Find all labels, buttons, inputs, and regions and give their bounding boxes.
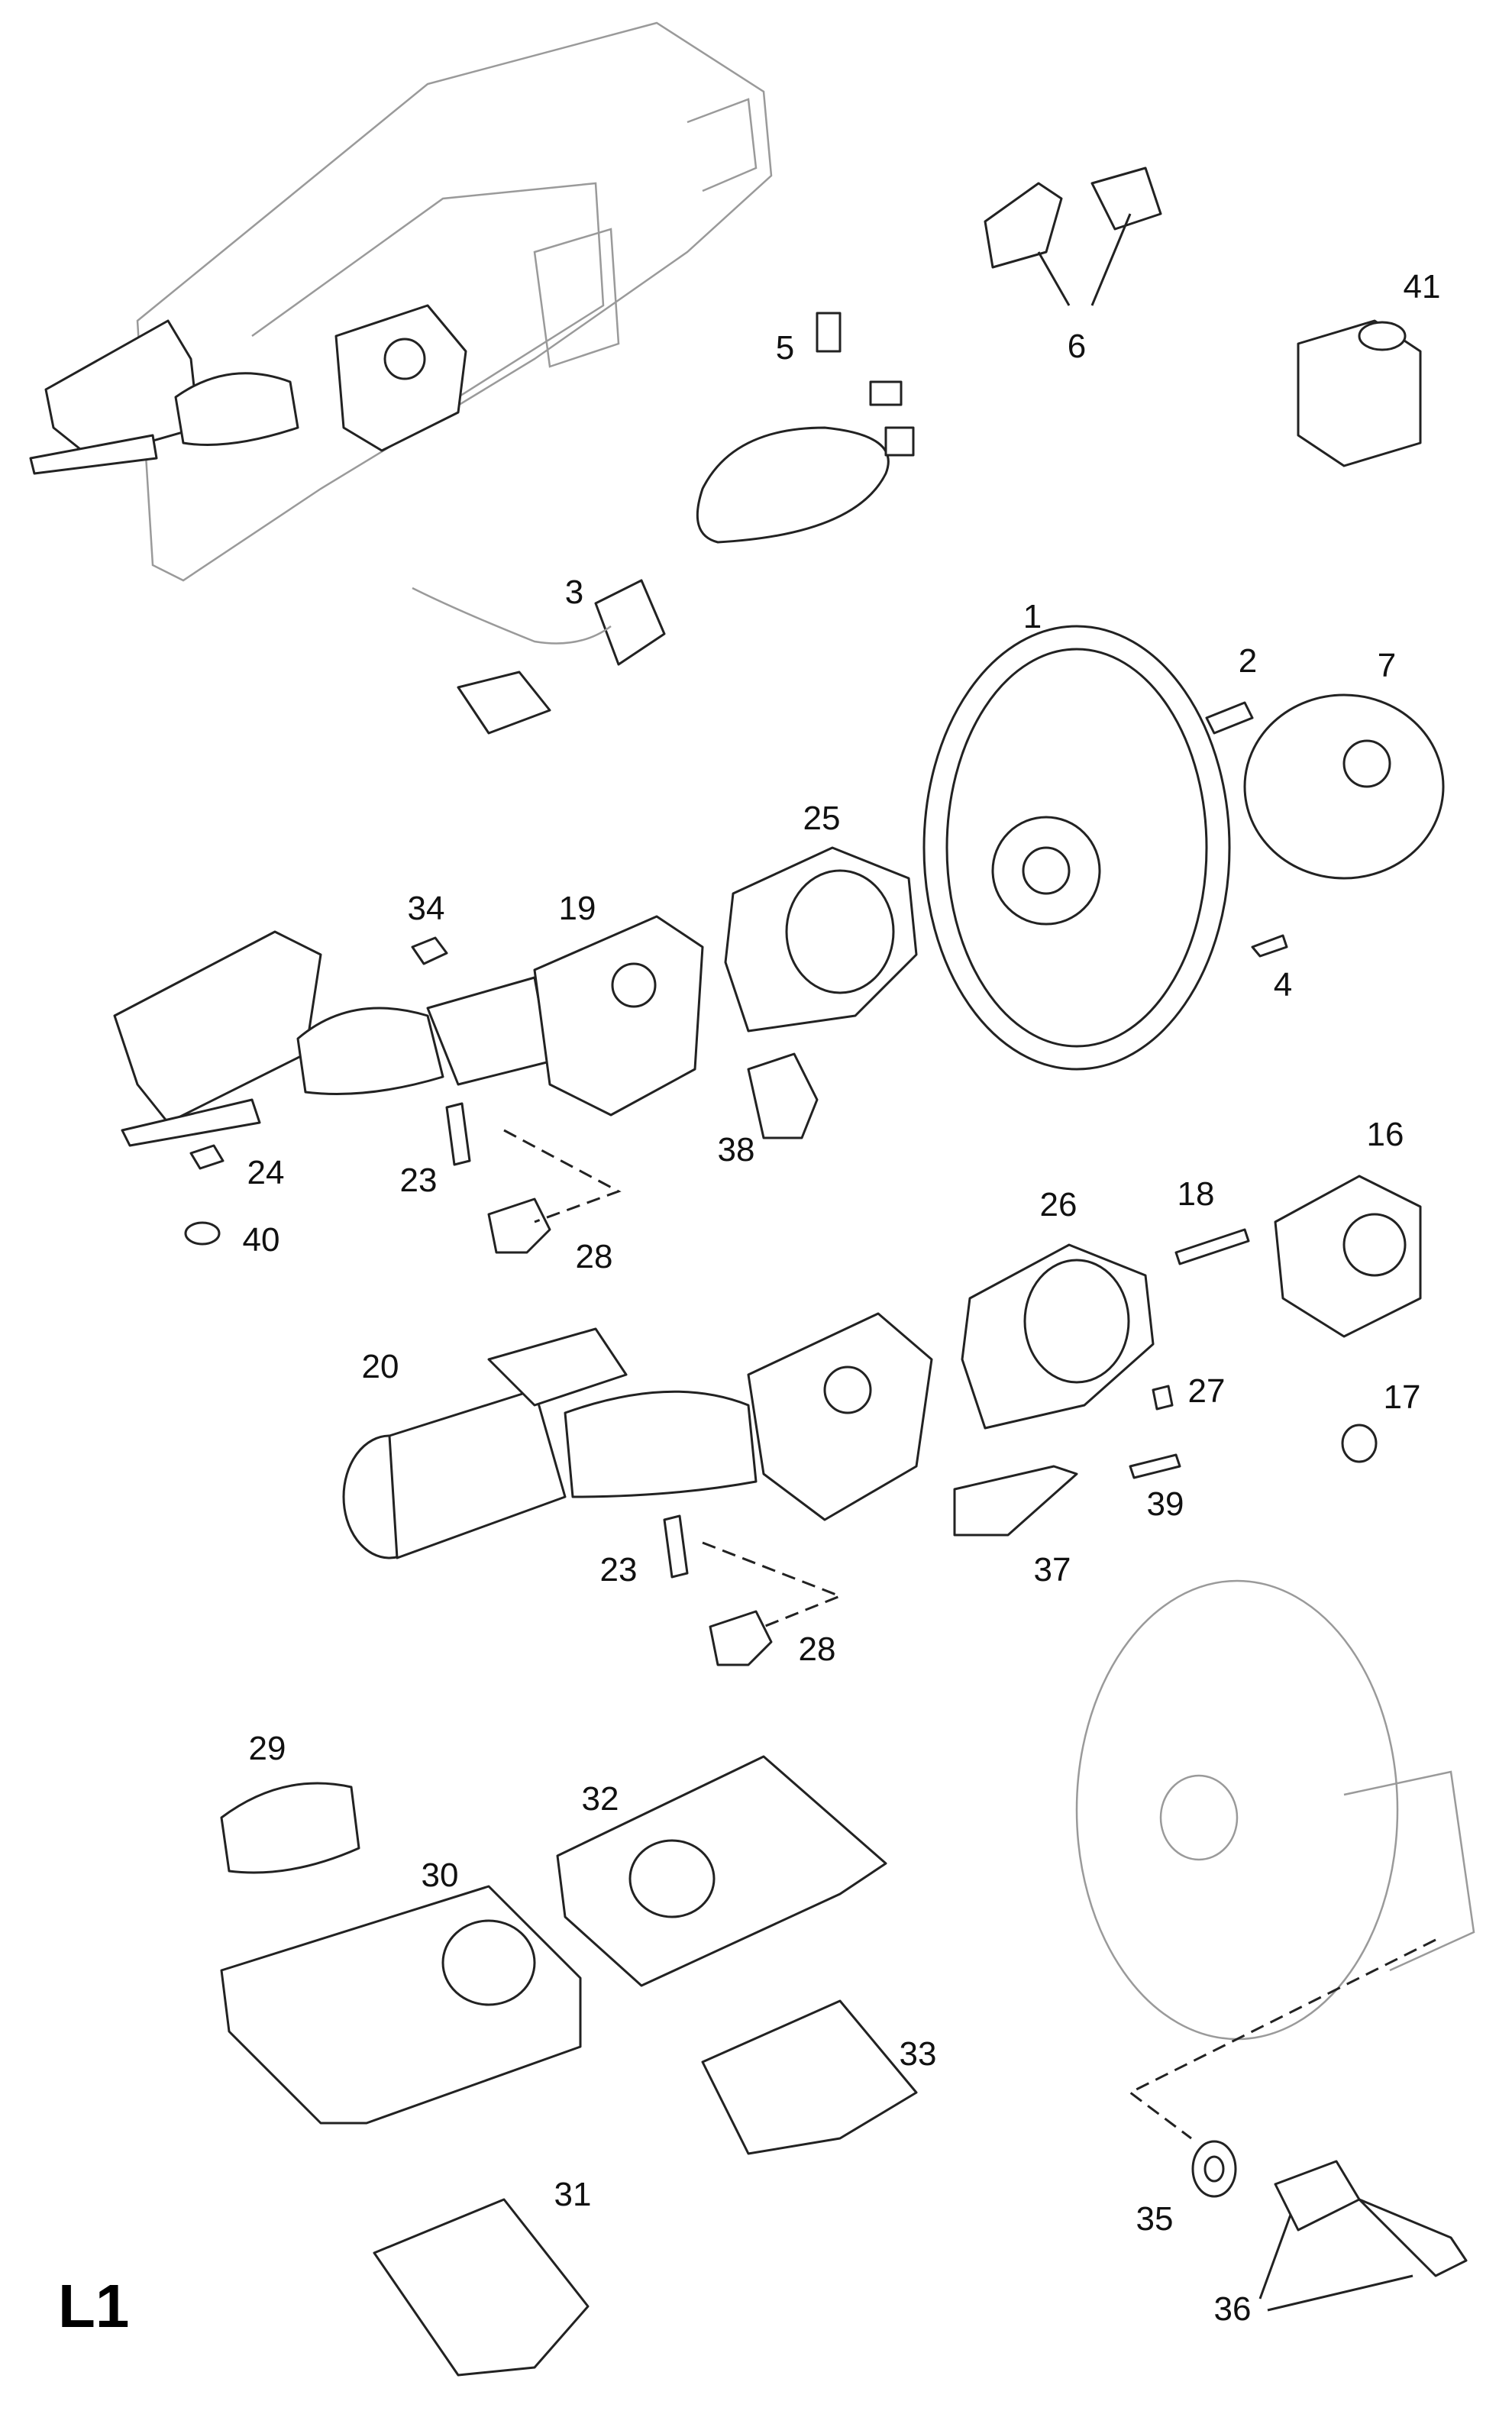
nut-part-17: [1341, 1424, 1378, 1463]
callout-3: 3: [564, 574, 584, 611]
callout-34: 34: [407, 890, 445, 927]
callout-32: 32: [581, 1780, 619, 1818]
covers-part-6: [984, 166, 1162, 306]
dashed-guide-28a: [503, 1129, 622, 1223]
nut-part-24: [189, 1144, 225, 1170]
cap-part-29: [220, 1782, 360, 1874]
dashboard-outline: [136, 21, 773, 582]
callout-17: 17: [1383, 1378, 1421, 1416]
sleeve-part-28b: [709, 1610, 773, 1666]
callout-30: 30: [421, 1857, 459, 1894]
callout-33: 33: [899, 2035, 937, 2073]
switch-part-41: [1297, 319, 1422, 467]
callout-23-upper: 23: [399, 1162, 438, 1199]
callout-6: 6: [1067, 328, 1087, 365]
ring-part-35: [1191, 2140, 1237, 2198]
dashed-guide-28b: [702, 1541, 844, 1628]
callout-28-lower: 28: [798, 1630, 836, 1668]
housing-part-33: [701, 1999, 918, 2155]
callout-37: 37: [1033, 1551, 1071, 1588]
housing-part-31: [373, 2198, 590, 2377]
shroud-part-25: [724, 846, 918, 1033]
faint-wheel-context: [1075, 1579, 1475, 2041]
switches-part-3: [412, 579, 666, 735]
clockspring-part-16: [1274, 1175, 1422, 1338]
screw-part-4: [1251, 934, 1288, 958]
lock-cylinder-part-36: [1258, 2160, 1468, 2312]
bolt-part-23b: [663, 1514, 689, 1579]
bolt-part-23a: [445, 1102, 471, 1166]
callout-35: 35: [1136, 2200, 1174, 2238]
cover-part-37: [953, 1465, 1078, 1537]
column-assembly-part-19: [113, 915, 704, 1147]
callout-2: 2: [1238, 642, 1258, 680]
callout-25: 25: [803, 800, 841, 837]
steering-wheel-part-1: [922, 625, 1231, 1071]
callout-7: 7: [1377, 647, 1397, 684]
housing-part-32: [556, 1755, 887, 1987]
callout-5: 5: [775, 329, 795, 367]
callout-29: 29: [248, 1730, 286, 1767]
callout-16: 16: [1366, 1116, 1404, 1153]
callout-4: 4: [1273, 966, 1293, 1004]
dashed-guide-35: [1128, 1938, 1436, 2140]
screw-part-39: [1129, 1453, 1181, 1479]
harness-part-5: [696, 312, 915, 544]
callout-27: 27: [1187, 1372, 1226, 1410]
column-in-dashboard: [29, 304, 467, 475]
callout-38: 38: [717, 1131, 755, 1168]
callout-26: 26: [1039, 1186, 1077, 1223]
airbag-part-7: [1243, 693, 1445, 880]
bracket-part-38: [747, 1052, 819, 1139]
screw-part-27: [1152, 1385, 1174, 1411]
callout-40: 40: [242, 1221, 280, 1259]
callout-20: 20: [361, 1348, 399, 1385]
callout-28-upper: 28: [575, 1238, 613, 1275]
sleeve-part-28a: [487, 1197, 551, 1254]
shroud-part-26: [961, 1243, 1155, 1430]
bolt-part-18: [1174, 1228, 1250, 1265]
callout-19: 19: [558, 890, 596, 927]
callout-24: 24: [247, 1154, 285, 1191]
callout-41: 41: [1403, 268, 1441, 305]
callout-1: 1: [1023, 598, 1042, 635]
callout-39: 39: [1146, 1485, 1184, 1523]
nut-part-34: [411, 936, 448, 965]
callout-23-lower: 23: [599, 1551, 638, 1588]
housing-part-30: [220, 1885, 582, 2125]
callout-18: 18: [1177, 1175, 1215, 1213]
callout-36: 36: [1213, 2290, 1252, 2328]
page-label: L1: [58, 2272, 130, 2340]
callout-31: 31: [554, 2176, 592, 2213]
electric-column-part-20: [342, 1312, 933, 1559]
screw-part-2: [1205, 701, 1254, 735]
nut-part-40: [184, 1221, 221, 1246]
